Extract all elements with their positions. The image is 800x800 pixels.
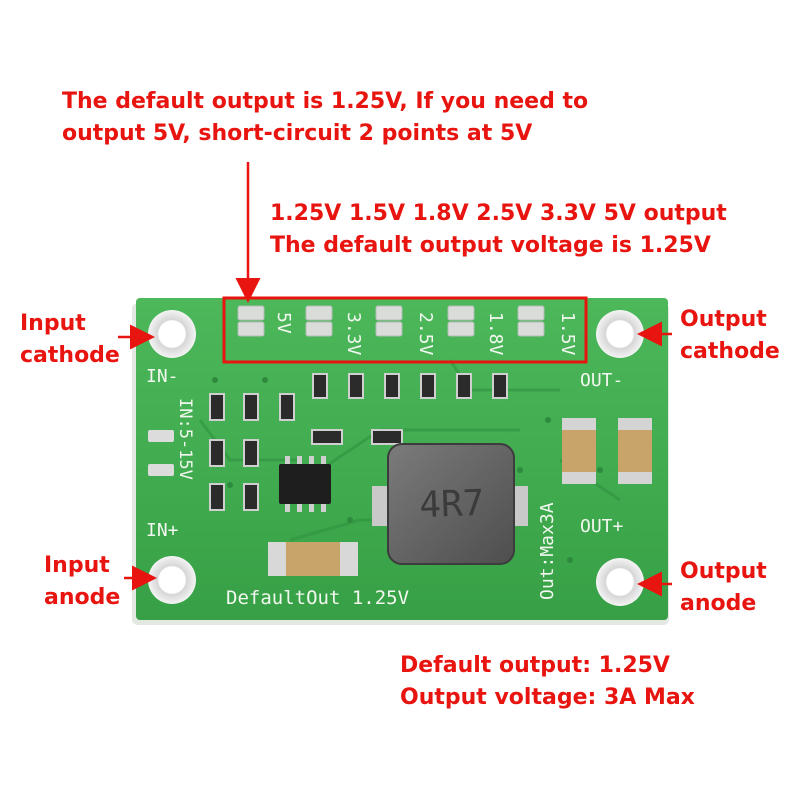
silk-in-plus: IN+: [146, 520, 179, 541]
input-cathode-label: Input cathode: [20, 308, 120, 372]
input-capacitor: [268, 542, 358, 576]
output-capacitor: [618, 418, 652, 484]
silk-out-max: Out:Max3A: [537, 502, 558, 600]
silk-default-out: DefaultOut 1.25V: [226, 587, 409, 609]
top-note-line2: output 5V, short-circuit 2 points at 5V: [62, 121, 533, 146]
bottom-note-line2: Output voltage: 3A Max: [400, 685, 695, 710]
output-anode-label: Output anode: [680, 556, 767, 620]
pad-label: 2.5V: [415, 312, 436, 356]
bottom-note: Default output: 1.25V Output voltage: 3A…: [400, 650, 695, 714]
input-anode-line1: Input: [44, 553, 110, 578]
mounting-hole: [148, 556, 196, 604]
inductor-marking: 4R7: [419, 483, 485, 526]
input-anode-line2: anode: [44, 585, 121, 610]
input-cathode-line1: Input: [20, 311, 86, 336]
output-cathode-line1: Output: [680, 307, 767, 332]
silk-input-range: IN:5-15V: [175, 398, 195, 480]
pad-label: 1.8V: [485, 312, 506, 356]
voltage-options-line1: 1.25V 1.5V 1.8V 2.5V 3.3V 5V output: [270, 201, 727, 226]
silk-out-plus: OUT+: [580, 516, 624, 537]
jumper-highlight-box: [222, 296, 588, 364]
silk-in-minus: IN-: [146, 366, 179, 387]
top-note: The default output is 1.25V, If you need…: [62, 86, 588, 150]
input-cathode-line2: cathode: [20, 343, 120, 368]
bottom-note-line1: Default output: 1.25V: [400, 653, 670, 678]
input-anode-label: Input anode: [44, 550, 120, 614]
silk-out-minus: OUT-: [580, 370, 623, 391]
voltage-options-note: 1.25V 1.5V 1.8V 2.5V 3.3V 5V output The …: [270, 198, 727, 262]
output-capacitor: [562, 418, 596, 484]
pad-label: 5V: [273, 312, 294, 334]
top-note-line1: The default output is 1.25V, If you need…: [62, 89, 589, 114]
mounting-hole: [596, 558, 644, 606]
output-cathode-line2: cathode: [680, 339, 780, 364]
output-cathode-label: Output cathode: [680, 304, 780, 368]
inductor: 4R7: [372, 443, 528, 565]
output-anode-line1: Output: [680, 559, 767, 584]
pad-label: 1.5V: [557, 312, 578, 356]
voltage-options-line2: The default output voltage is 1.25V: [270, 233, 711, 258]
pad-label: 3.3V: [343, 312, 364, 356]
mounting-hole: [596, 310, 644, 358]
regulator-ic: [279, 456, 331, 512]
output-anode-line2: anode: [680, 591, 757, 616]
mounting-hole: [148, 310, 196, 358]
